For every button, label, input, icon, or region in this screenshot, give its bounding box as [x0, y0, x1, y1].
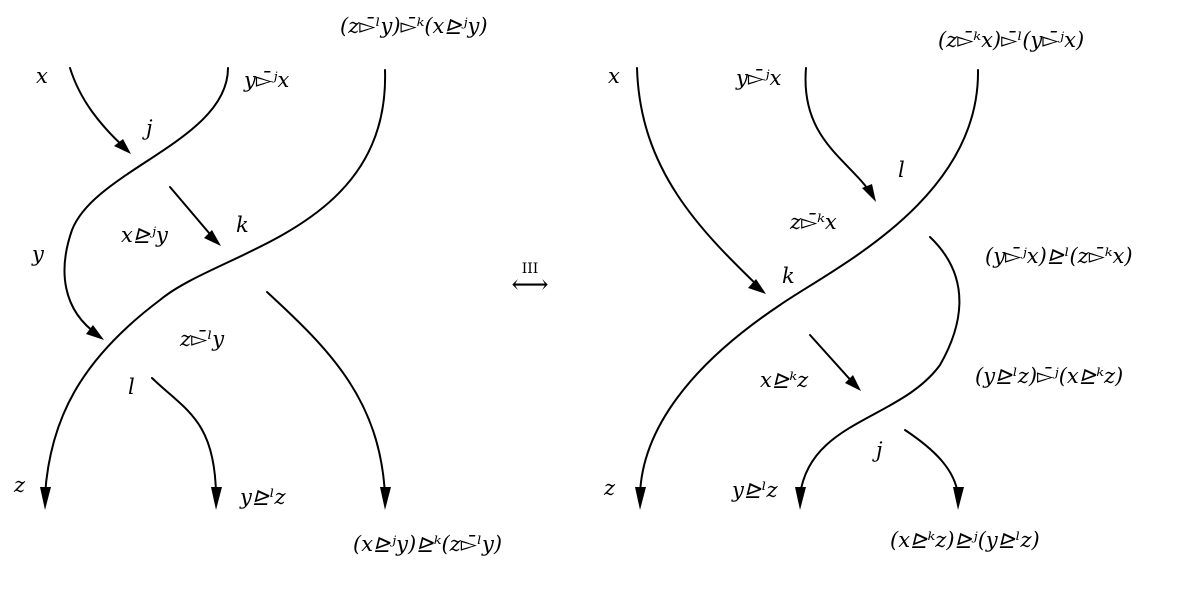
left-arrowhead-mid: [204, 230, 221, 246]
right-arrowhead-z: [635, 487, 646, 510]
right-strand-x: [636, 67, 761, 289]
left-label-j: j: [146, 116, 153, 140]
right-label-z: z: [604, 476, 616, 500]
right-label-top-x: x: [608, 64, 620, 88]
left-label-z: z: [14, 473, 26, 497]
left-label-bottom-mid: y⊵ˡz: [240, 485, 286, 509]
right-arrowhead-bottom-mid: [795, 487, 806, 510]
reidemeister-move-symbol: III ⟷: [504, 262, 556, 298]
left-label-y: y: [32, 242, 44, 266]
left-arrowhead-z: [40, 487, 51, 510]
move-label: III: [521, 261, 539, 277]
left-arrowhead-right: [380, 487, 391, 510]
right-arrowhead-k: [748, 279, 766, 294]
left-arrowhead-l: [211, 487, 222, 510]
left-label-inner-bottom: z▻̄ˡy: [180, 327, 225, 351]
left-label-top-right: (z▻̄ˡy)▻̄ᵏ(x⊵ʲy): [340, 14, 488, 38]
left-label-bottom-right: (x⊵ʲy)⊵ᵏ(z▻̄ˡy): [353, 532, 503, 556]
right-label-top-mid: y▻̄ʲx: [736, 66, 782, 90]
right-arrowhead-mid: [845, 375, 861, 391]
right-arrowhead-l: [862, 184, 876, 202]
right-label-top-right: (z▻̄ᵏx)▻̄ˡ(y▻̄ʲx): [938, 28, 1085, 52]
right-label-inner-top: z▻̄ᵏx: [790, 210, 837, 234]
left-arrowhead-y: [86, 325, 104, 340]
left-strand-x: [69, 67, 126, 149]
left-label-top-x: x: [36, 64, 48, 88]
right-arrowhead-j: [953, 487, 964, 510]
left-label-k: k: [236, 213, 249, 237]
left-strand-y: [63, 67, 229, 336]
right-strand-z: [639, 69, 980, 496]
left-label-inner-top: x⊵ʲy: [121, 223, 168, 247]
right-label-j: j: [876, 438, 883, 462]
left-strand-z: [44, 69, 387, 496]
right-label-right-lower: (y⊵ˡz)▻̄ʲ(x⊵ᵏz): [975, 364, 1124, 388]
right-label-k: k: [782, 264, 795, 288]
left-label-top-mid: y▻̄ʲx: [244, 68, 290, 92]
right-label-l: l: [898, 158, 905, 182]
right-label-inner-bottom: x⊵ᵏz: [760, 368, 809, 392]
right-diagram: [635, 67, 980, 510]
right-strand-j: [904, 429, 959, 496]
left-diagram: [40, 67, 391, 510]
right-strand-mid: [799, 236, 961, 496]
left-arrowhead-x: [114, 139, 131, 154]
left-strand-x-over-y: [169, 186, 216, 241]
double-arrow-icon: ⟷: [511, 270, 549, 300]
right-label-bottom-right: (x⊵ᵏz)⊵ʲ(y⊵ˡz): [890, 528, 1040, 552]
right-label-right-upper: (y▻̄ʲx)⊵ˡ(z▻̄ᵏx): [985, 244, 1133, 268]
right-label-bottom-mid: y⊵ˡz: [732, 478, 778, 502]
left-strand-l: [151, 377, 217, 496]
left-strand-right: [266, 291, 386, 496]
left-label-l: l: [128, 375, 135, 399]
right-strand-y: [804, 67, 873, 196]
right-strand-x-under: [809, 334, 856, 386]
